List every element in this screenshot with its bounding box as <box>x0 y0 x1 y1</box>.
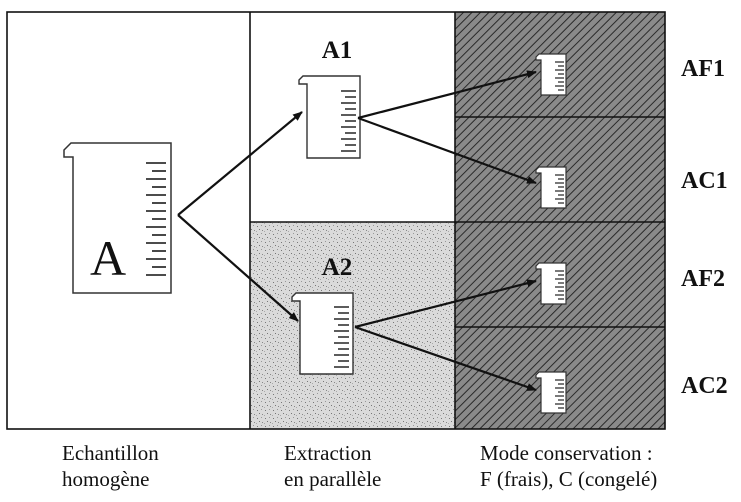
vial-ac2-icon <box>535 371 567 414</box>
arrow-a-to-a2 <box>177 214 299 322</box>
arrow-a2-to-af2 <box>354 279 537 329</box>
arrow-a-to-a1 <box>177 111 303 216</box>
grid-lines <box>6 11 666 430</box>
beaker-a1-label: A1 <box>322 37 353 64</box>
caption-sample: Echantillon homogène <box>62 440 159 492</box>
caption-conservation: Mode conservation : F (frais), C (congel… <box>480 440 657 492</box>
label-ac2: AC2 <box>681 373 728 399</box>
beaker-a2-icon <box>291 292 354 375</box>
flow-arrows <box>177 70 537 392</box>
caption-sample-line2: homogène <box>62 467 150 491</box>
arrow-a1-to-af1 <box>357 70 537 120</box>
caption-extraction-line2: en parallèle <box>284 467 382 491</box>
label-af2: AF2 <box>681 266 725 292</box>
beaker-a2-label: A2 <box>322 254 353 281</box>
caption-extraction-line1: Extraction <box>284 441 372 465</box>
caption-conservation-line2: F (frais), C (congelé) <box>480 467 658 491</box>
label-ac1: AC1 <box>681 168 728 194</box>
caption-sample-line1: Echantillon <box>62 441 159 465</box>
caption-extraction: Extraction en parallèle <box>284 440 381 492</box>
beaker-a-label: A <box>90 230 126 286</box>
arrow-a1-to-ac1 <box>357 116 537 185</box>
caption-conservation-line1: Mode conservation : <box>480 441 653 465</box>
vial-af2-icon <box>535 262 567 305</box>
vial-af1-icon <box>535 53 567 96</box>
beaker-a-icon <box>63 142 172 294</box>
label-af1: AF1 <box>681 56 725 82</box>
vial-ac1-icon <box>535 166 567 209</box>
beaker-a1-icon <box>298 75 361 159</box>
arrow-a2-to-ac2 <box>354 325 537 392</box>
